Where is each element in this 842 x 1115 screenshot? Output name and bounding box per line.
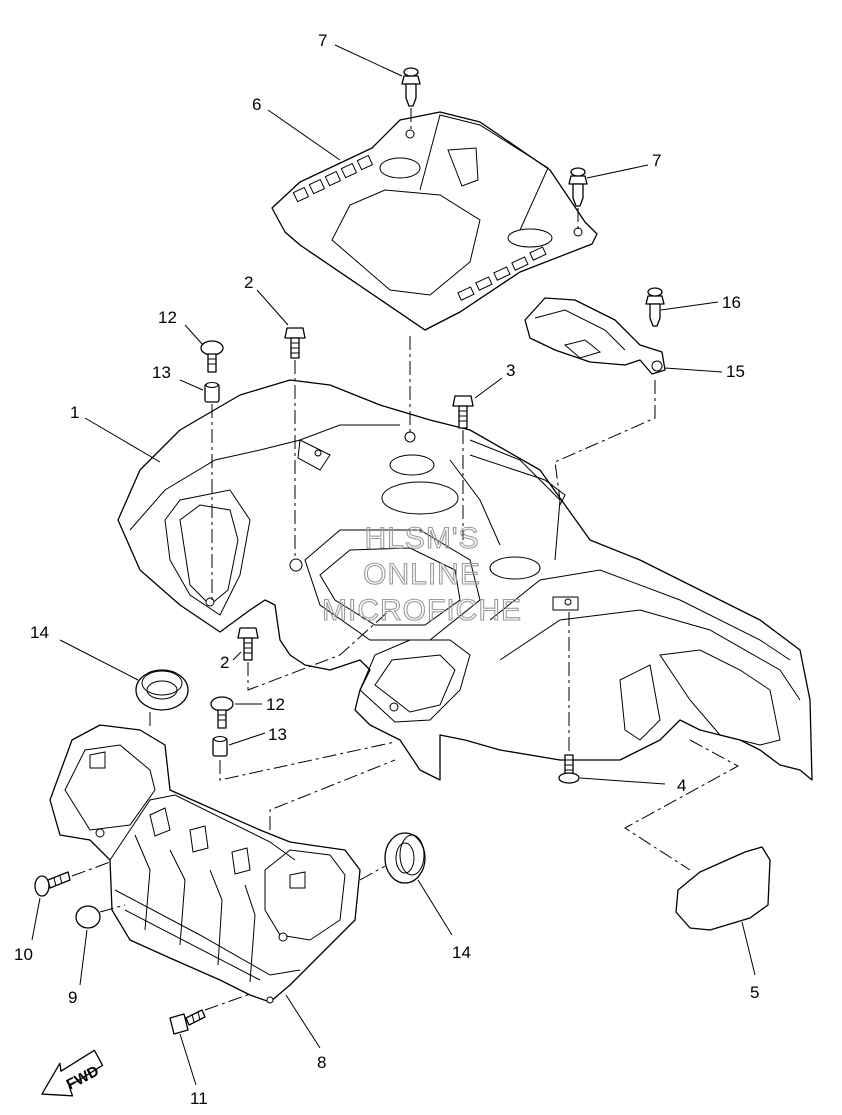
callout-9: 9 — [68, 988, 77, 1007]
part-10-screw — [34, 871, 71, 897]
callout-7-right: 7 — [652, 151, 661, 170]
part-14-grommet-lower — [384, 832, 426, 884]
part-9-cap — [75, 905, 101, 929]
part-1-front-fender — [117, 379, 813, 781]
callout-14-top: 14 — [30, 623, 49, 642]
part-7-clip-right — [568, 167, 588, 207]
callout-13-top: 13 — [152, 363, 171, 382]
part-14-grommet-upper — [135, 669, 189, 711]
callout-16: 16 — [722, 293, 741, 312]
part-12-screw-lower — [210, 696, 234, 729]
callout-10: 10 — [14, 945, 33, 964]
part-11-bolt — [169, 1009, 206, 1035]
callout-11: 11 — [190, 1089, 208, 1108]
callout-12-bottom: 12 — [266, 695, 285, 714]
callout-7-top: 7 — [318, 31, 327, 50]
callout-13-bottom: 13 — [268, 725, 287, 744]
part-13-collar-lower — [212, 736, 228, 757]
part-3-bolt — [452, 395, 474, 429]
callout-6: 6 — [252, 95, 261, 114]
part-5-decal — [675, 846, 771, 931]
callouts: 7 6 7 2 16 12 13 3 15 1 14 2 12 13 4 10 … — [14, 31, 759, 1108]
part-8-front-grille — [49, 724, 361, 1004]
alignment-lines — [71, 108, 740, 1011]
fwd-arrow: FWD — [41, 1049, 104, 1097]
callout-1: 1 — [70, 403, 79, 422]
callout-15: 15 — [726, 362, 745, 381]
part-12-screw-upper — [200, 340, 224, 373]
part-15-side-cover — [524, 297, 666, 375]
part-16-clip — [645, 287, 665, 327]
callout-4: 4 — [677, 776, 686, 795]
part-2-bolt-lower — [237, 627, 259, 661]
watermark-line-1: HLSM'S — [364, 522, 479, 555]
callout-3: 3 — [506, 361, 515, 380]
part-13-collar-upper — [204, 382, 220, 403]
callout-2-top: 2 — [244, 273, 253, 292]
callout-14-bottom: 14 — [452, 943, 471, 962]
callout-8: 8 — [317, 1053, 326, 1072]
callout-12-top: 12 — [158, 308, 177, 327]
part-6-top-cover — [271, 111, 598, 331]
watermark-line-2: ONLINE — [363, 558, 481, 591]
callout-5: 5 — [750, 983, 759, 1002]
part-7-clip-upper — [401, 67, 421, 107]
part-2-bolt-upper — [284, 327, 306, 359]
part-4-bolt — [558, 754, 580, 784]
callout-2-bottom: 2 — [220, 653, 229, 672]
leader-lines — [31, 44, 756, 1086]
watermark-line-3: MICROFICHE — [322, 594, 522, 627]
watermark: HLSM'S ONLINE MICROFICHE — [321, 521, 522, 627]
